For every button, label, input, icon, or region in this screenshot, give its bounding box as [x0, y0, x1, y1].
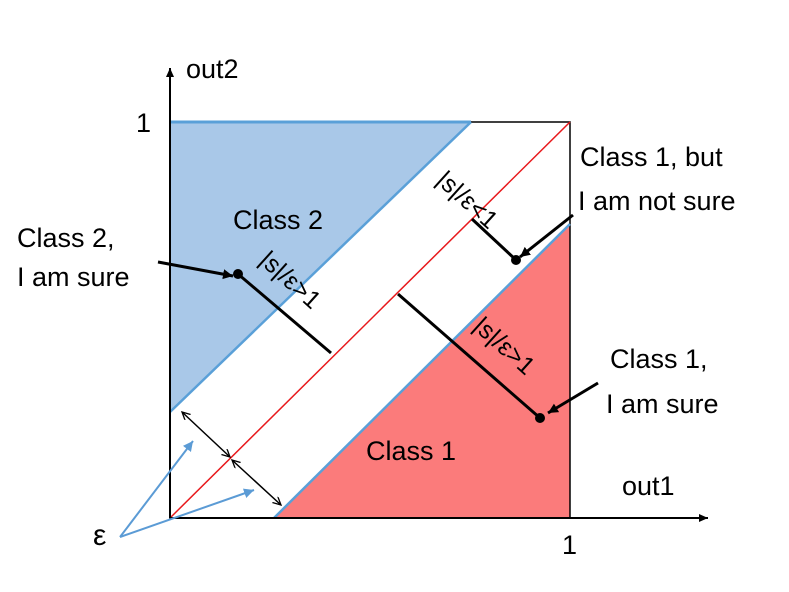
class2-sure-annotation-line2: I am sure	[17, 262, 130, 292]
epsilon-pointer-arrow-1	[119, 440, 194, 538]
class1-unsure-annotation-line2: I am not sure	[578, 186, 736, 216]
epsilon-lower-double-arrow	[232, 460, 281, 505]
x-axis-tick: 1	[562, 530, 577, 560]
y-axis-tick: 1	[136, 108, 151, 138]
class2-margin-edge	[169, 121, 472, 413]
class1-unsure-pointer-arrow	[519, 213, 574, 259]
decision-boundary	[169, 121, 571, 519]
distance-segment-class2	[237, 272, 332, 355]
class1-margin-edge	[273, 223, 571, 519]
class1-sure-annotation-line1: Class 1,	[610, 344, 708, 374]
class1-label: Class 1	[366, 436, 456, 466]
class1-sure-annotation-line2: I am sure	[606, 389, 719, 419]
x-axis-label: out1	[622, 471, 675, 501]
distance-segment-class1-unsure	[470, 217, 518, 262]
class2-label: Class 2	[233, 205, 323, 235]
y-axis-label: out2	[186, 54, 239, 84]
class1-unsure-sample-point	[511, 255, 521, 265]
class2-sure-annotation-line1: Class 2,	[17, 223, 115, 253]
class1-unsure-annotation-line1: Class 1, but	[580, 142, 723, 172]
class2-sure-pointer-arrow	[157, 260, 234, 280]
distance-segment-class1-sure	[397, 292, 541, 420]
epsilon-label: ε	[93, 519, 106, 552]
class1-sure-sample-point	[535, 413, 545, 423]
epsilon-upper-double-arrow	[182, 412, 230, 457]
class2-sample-point	[233, 269, 243, 279]
epsilon-pointer-arrow-2	[119, 488, 255, 538]
class1-sure-pointer-arrow	[547, 381, 599, 415]
